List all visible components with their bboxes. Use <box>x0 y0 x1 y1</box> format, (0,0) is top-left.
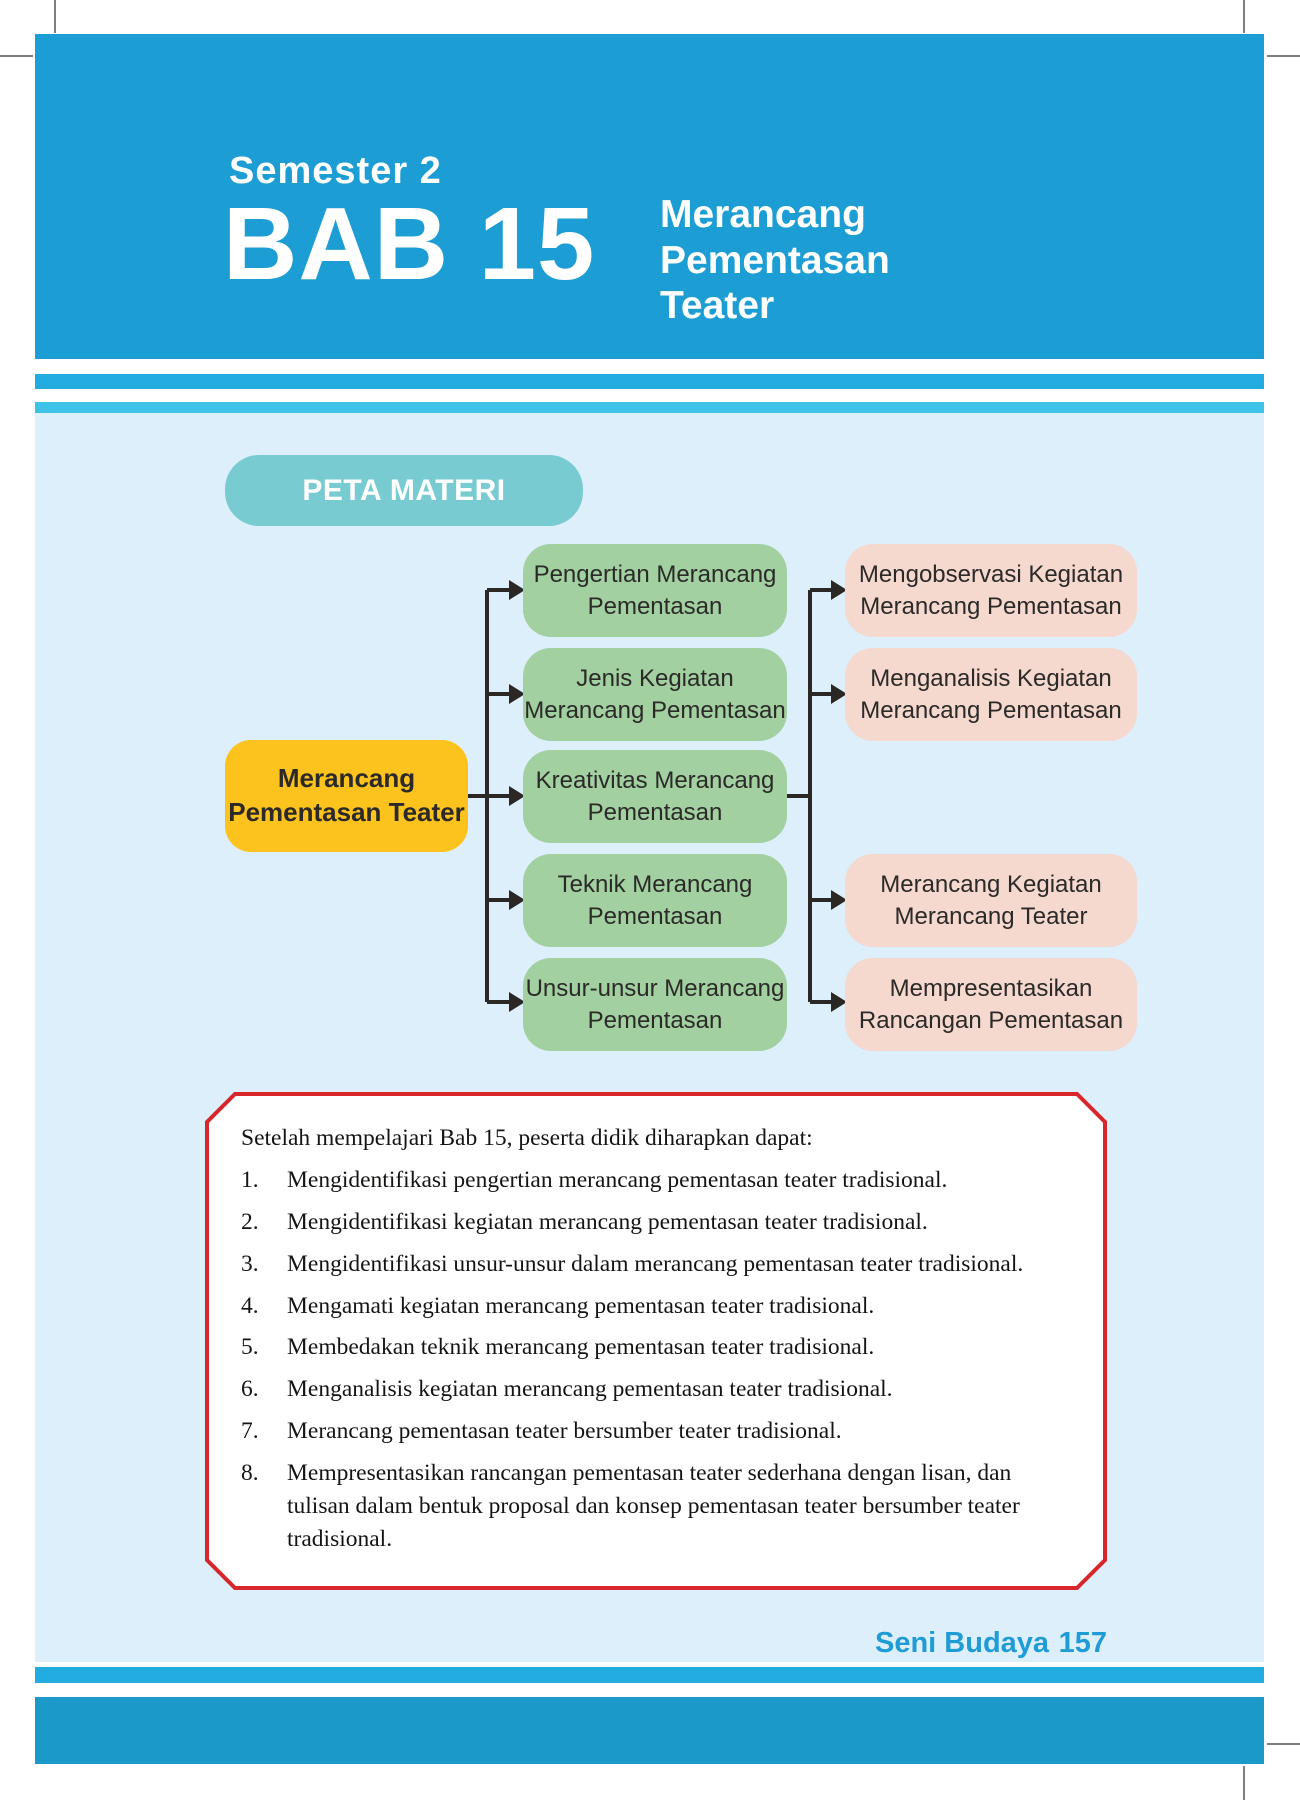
chapter-title-line-1: Merancang <box>660 193 866 236</box>
concept-root-node: Merancang Pementasan Teater <box>225 740 468 852</box>
peta-materi-badge: PETA MATERI <box>225 455 583 526</box>
concept-node-mengobservasi: Mengobservasi Kegiatan Merancang Pementa… <box>845 544 1137 637</box>
objective-item: 6. Menganalisis kegiatan merancang pemen… <box>241 1376 893 1403</box>
concept-node-menganalisis: Menganalisis Kegiatan Merancang Pementas… <box>845 648 1137 741</box>
concept-node-unsur-unsur: Unsur-unsur Merancang Pementasan <box>523 958 787 1051</box>
crop-mark-top-left-h <box>0 55 33 57</box>
objective-item: 1. Mengidentifikasi pengertian merancang… <box>241 1166 948 1193</box>
crop-mark-bottom-right-v <box>1243 1766 1245 1800</box>
crop-mark-top-right-h <box>1267 55 1300 57</box>
crop-mark-top-left-v <box>54 0 56 33</box>
concept-node-pengertian: Pengertian Merancang Pementasan <box>523 544 787 637</box>
crop-mark-bottom-right-h <box>1267 1743 1300 1745</box>
concept-node-teknik: Teknik Merancang Pementasan <box>523 854 787 947</box>
chapter-header-banner: Semester 2 BAB 15 Merancang Pementasan T… <box>35 34 1264 359</box>
divider-stripe-top-2 <box>35 402 1264 413</box>
objectives-intro: Setelah mempelajari Bab 15, peserta didi… <box>241 1125 813 1151</box>
concept-node-merancang-kegiatan: Merancang Kegiatan Merancang Teater <box>845 854 1137 947</box>
semester-label: Semester 2 <box>229 150 442 192</box>
concept-node-mempresentasikan: Mempresentasikan Rancangan Pementasan <box>845 958 1137 1051</box>
objective-item: 3. Mengidentifikasi unsur-unsur dalam me… <box>241 1250 1024 1277</box>
concept-node-jenis-kegiatan: Jenis Kegiatan Merancang Pementasan <box>523 648 787 741</box>
objective-item: 5. Membedakan teknik merancang pementasa… <box>241 1334 875 1361</box>
objective-item: 7. Merancang pementasan teater bersumber… <box>241 1418 842 1445</box>
footer-page-number: 157 <box>1058 1627 1107 1659</box>
chapter-title: Merancang Pementasan Teater <box>660 192 890 329</box>
footer-book-title: Seni Budaya <box>875 1627 1050 1659</box>
learning-objectives-box: Setelah mempelajari Bab 15, peserta didi… <box>205 1092 1107 1590</box>
chapter-title-line-2: Pementasan <box>660 238 890 282</box>
chapter-title-line-3: Teater <box>660 284 775 328</box>
concept-root-line-1: Merancang <box>277 763 416 794</box>
concept-node-kreativitas: Kreativitas Merancang Pementasan <box>523 750 787 843</box>
objectives-box-outline <box>205 1092 1107 1590</box>
objective-item: 2. Mengidentifikasi kegiatan merancang p… <box>241 1208 928 1235</box>
chapter-number: BAB 15 <box>223 186 596 301</box>
objective-item: 4. Mengamati kegiatan merancang pementas… <box>241 1292 875 1319</box>
objectives-content: Setelah mempelajari Bab 15, peserta didi… <box>241 1122 1075 1556</box>
page-footer: Seni Budaya 157 <box>875 1627 1107 1660</box>
divider-stripe-top-1 <box>35 374 1264 389</box>
concept-root-line-2: Pementasan Teater <box>228 797 465 827</box>
bottom-band <box>35 1697 1264 1764</box>
divider-stripe-bottom <box>35 1667 1264 1683</box>
crop-mark-top-right-v <box>1243 0 1245 33</box>
objective-item: 8. Mempresentasikan rancangan pementasan… <box>241 1460 1020 1552</box>
